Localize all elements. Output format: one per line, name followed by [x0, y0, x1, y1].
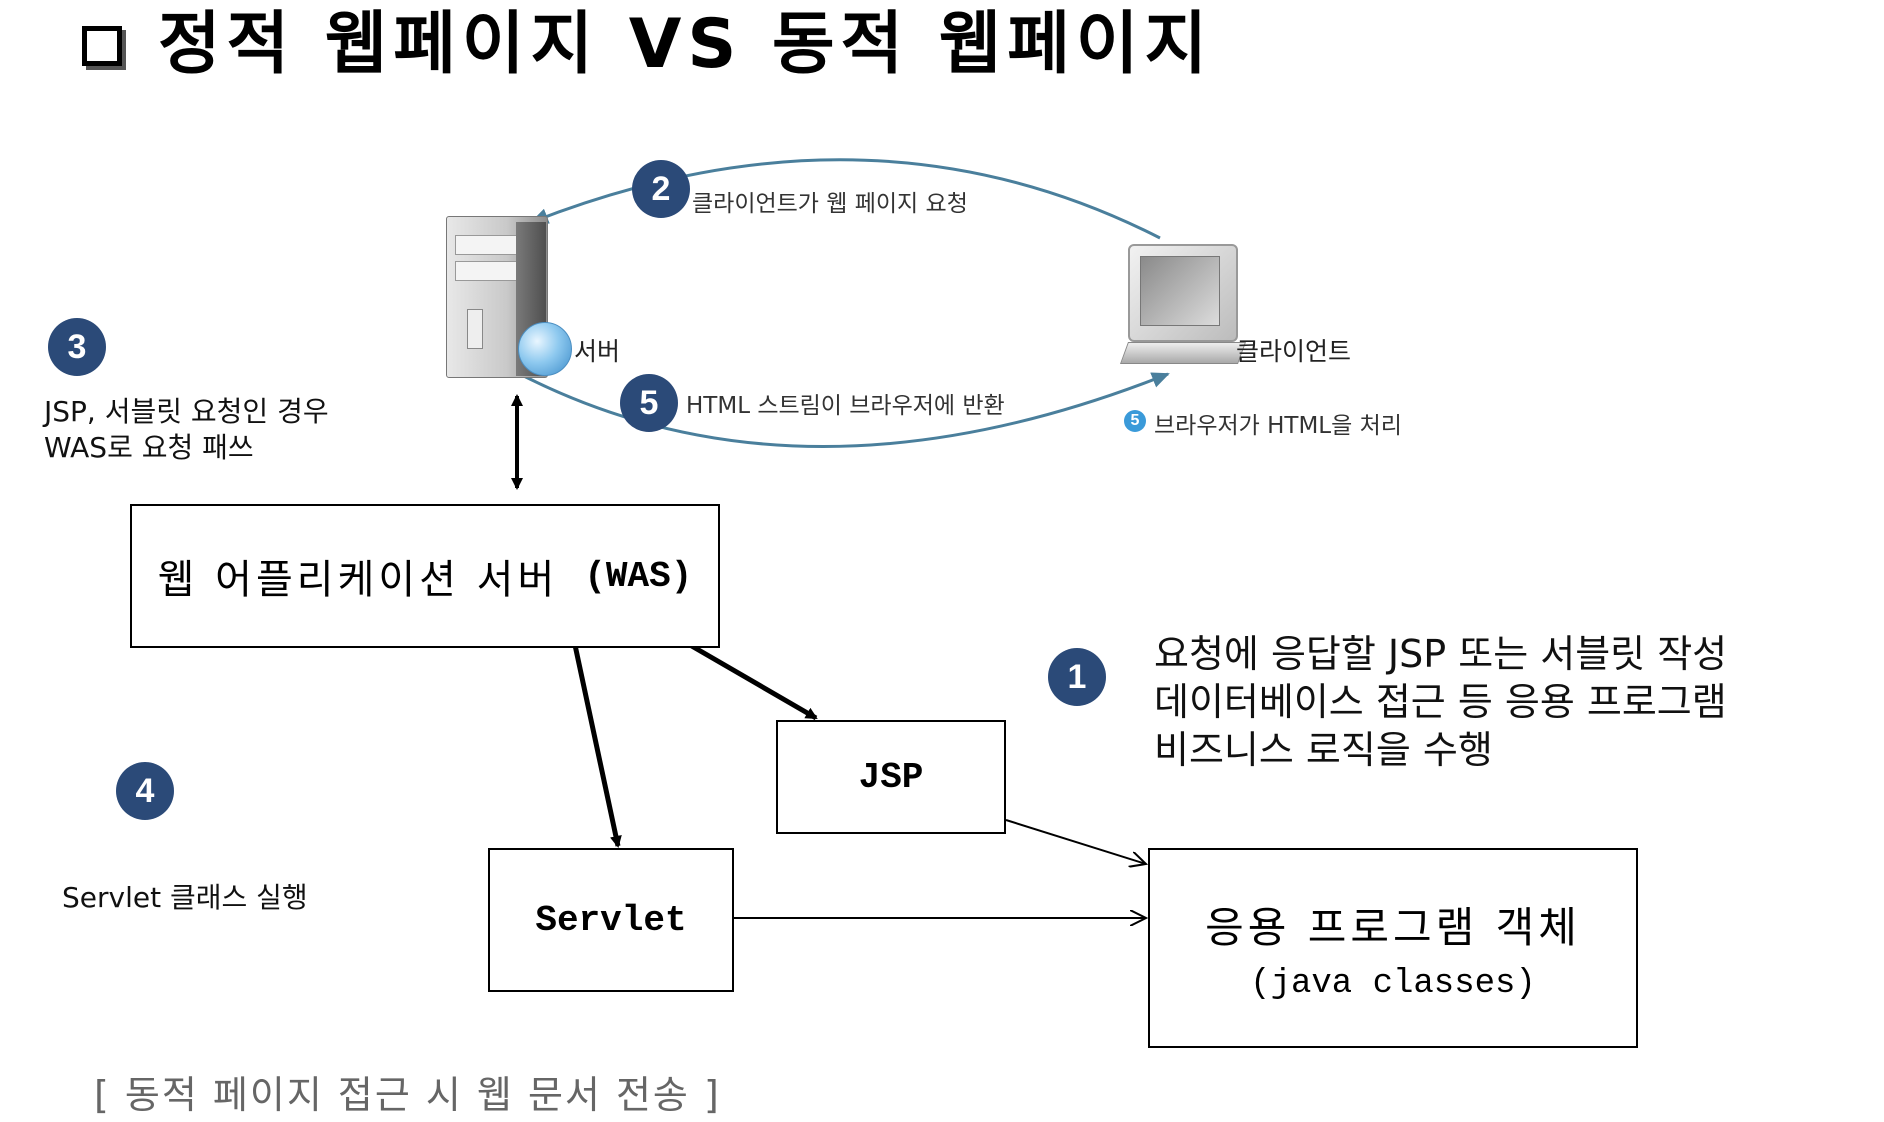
- step-5b-label: 브라우저가 HTML을 처리: [1154, 413, 1402, 439]
- step-3-line1: JSP, 서블릿 요청인 경우: [44, 395, 329, 428]
- step-4-badge: 4: [116, 762, 174, 820]
- page-title: 정적 웹페이지 VS 동적 웹페이지: [158, 5, 1214, 84]
- step-1-line1: 요청에 응답할 JSP 또는 서블릿 작성: [1154, 632, 1728, 676]
- client-label: 클라이언트: [1236, 337, 1352, 366]
- step-2-label: 클라이언트가 웹 페이지 요청: [692, 191, 968, 217]
- jsp-app-arrow: [1005, 819, 1146, 864]
- title-checkbox-icon: [82, 26, 122, 66]
- step-5b-badge: 5: [1124, 410, 1146, 432]
- servlet-box: Servlet: [488, 848, 734, 992]
- was-jsp-arrow: [688, 642, 818, 721]
- keyboard-icon: [1119, 342, 1247, 364]
- server-drive-bay: [455, 261, 517, 281]
- jsp-label: JSP: [858, 756, 924, 798]
- step-2-badge: 2: [632, 160, 690, 218]
- figure-caption: [ 동적 페이지 접근 시 웹 문서 전송 ]: [94, 1073, 721, 1117]
- step-1-badge: 1: [1048, 648, 1106, 706]
- step-1-line3: 비즈니스 로직을 수행: [1154, 728, 1493, 772]
- app-object-box: 응용 프로그램 객체 (java classes): [1148, 848, 1638, 1048]
- jsp-box: JSP: [776, 720, 1006, 834]
- step-3-line2: WAS로 요청 패쓰: [44, 431, 254, 464]
- app-object-sub: (java classes): [1250, 964, 1536, 1003]
- step-1-line2: 데이터베이스 접근 등 응용 프로그램: [1154, 680, 1727, 724]
- step-4-label: Servlet 클래스 실행: [62, 881, 308, 914]
- response-arc: [515, 370, 1170, 448]
- client-computer-icon: [1128, 244, 1238, 342]
- app-object-label: 응용 프로그램 객체: [1205, 902, 1581, 952]
- servlet-label: Servlet: [535, 899, 687, 941]
- request-arc: [530, 158, 1161, 240]
- step-5-label: HTML 스트림이 브라우저에 반환: [686, 393, 1005, 419]
- server-label: 서버: [574, 337, 621, 366]
- server-slot: [467, 309, 483, 349]
- step-5-badge: 5: [620, 374, 678, 432]
- was-box: 웹 어플리케이션 서버 (WAS): [130, 504, 720, 648]
- was-servlet-arrow: [572, 644, 622, 848]
- was-label: 웹 어플리케이션 서버: [157, 557, 559, 603]
- globe-icon: [518, 322, 572, 376]
- was-abbr: (WAS): [584, 555, 693, 597]
- step-3-badge: 3: [48, 318, 106, 376]
- server-drive-bay: [455, 235, 517, 255]
